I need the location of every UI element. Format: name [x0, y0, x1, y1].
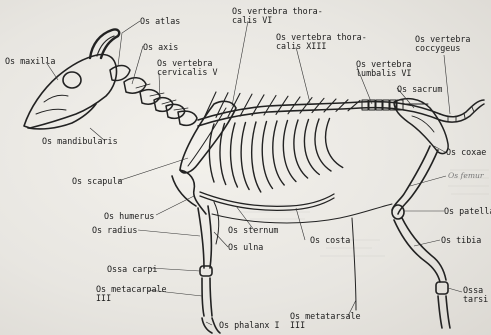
labels: Os atlas Os vertebra thora-calis VI Os v… — [5, 6, 491, 330]
label-sternum: Os sternum — [228, 225, 278, 235]
label-costa: Os costa — [310, 235, 350, 245]
atlas-bone — [110, 66, 130, 81]
label-vertebra-thoracalis-vi: Os vertebra thora-calis VI — [232, 6, 323, 25]
label-axis: Os axis — [143, 42, 178, 52]
forelimb — [172, 170, 220, 333]
label-femur: Os femur — [448, 171, 484, 180]
rib — [262, 122, 272, 189]
label-ulna: Os ulna — [228, 242, 263, 252]
metatarsus-bone — [438, 296, 450, 328]
label-sacrum: Os sacrum — [397, 84, 442, 94]
horns — [90, 29, 119, 58]
rib — [231, 123, 238, 187]
metacarpus-bone — [202, 278, 212, 316]
label-patella: Os patella — [444, 206, 491, 216]
body-outline — [212, 204, 392, 310]
humerus-bone — [180, 170, 206, 214]
radius-bone — [198, 208, 204, 268]
rib — [315, 119, 331, 171]
label-coxae: Os coxae — [446, 147, 486, 157]
label-vertebra-thoracalis-xiii: Os vertebra thora-calis XIII — [276, 32, 367, 51]
rib — [209, 124, 214, 182]
label-radius: Os radius — [92, 225, 137, 235]
label-humerus: Os humerus — [104, 211, 154, 221]
label-tibia: Os tibia — [441, 235, 481, 245]
label-mandibularis: Os mandibularis — [42, 136, 118, 146]
label-phalanx-i: Os phalanx I — [219, 320, 280, 330]
label-atlas: Os atlas — [140, 16, 180, 26]
rib-cage — [209, 119, 342, 193]
dorsal-spinous-processes — [204, 92, 360, 118]
orbit — [63, 72, 81, 88]
tibia-bone — [394, 220, 440, 282]
rib — [273, 121, 284, 185]
phalanx-bone — [202, 318, 220, 333]
label-scapula: Os scapula — [72, 176, 122, 186]
spinous-process — [240, 94, 252, 116]
tail — [440, 100, 484, 122]
rib — [241, 123, 249, 190]
label-carpi: Ossa carpi — [107, 264, 157, 274]
rib — [252, 122, 261, 192]
rib — [326, 119, 343, 168]
tarsi-bone — [436, 282, 448, 294]
rib — [304, 120, 319, 175]
ulna-bone — [214, 202, 219, 244]
sternum-bone — [200, 192, 334, 210]
label-maxilla: Os maxilla — [5, 56, 55, 66]
